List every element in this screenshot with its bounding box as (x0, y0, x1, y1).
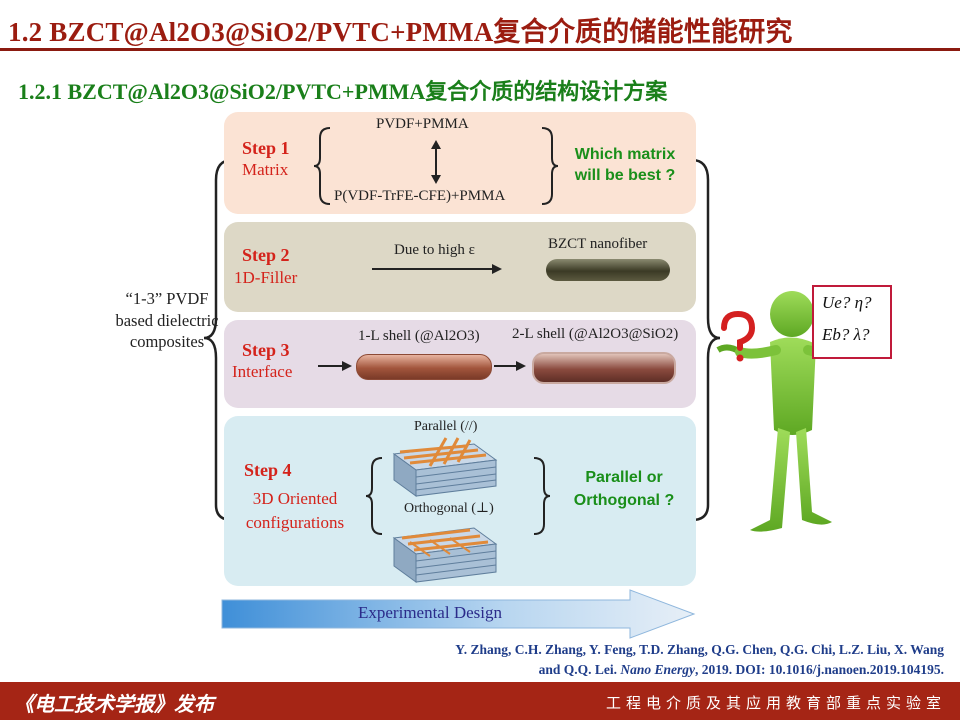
performance-question-box: Ue? η? Eb? λ? (812, 285, 892, 359)
step4-subtitle: 3D Oriented configurations (245, 489, 345, 532)
reference-citation: Y. Zhang, C.H. Zhang, Y. Feng, T.D. Zhan… (455, 640, 944, 680)
step1-question: Which matrix will be best ? (574, 146, 676, 184)
step1-option-a: PVDF+PMMA (376, 116, 469, 132)
step2-subtitle: 1D-Filler (234, 268, 298, 287)
experimental-design-label: Experimental Design (358, 603, 502, 622)
step3-subtitle: Interface (232, 362, 293, 381)
footer-lab-name: 工程电介质及其应用教育部重点实验室 (605, 696, 946, 712)
bzct-nanofiber-rod (546, 259, 670, 281)
question-line-2: Eb? λ? (822, 325, 870, 344)
reference-doi: , 2019. DOI: 10.1016/j.nanoen.2019.10419… (694, 662, 944, 677)
step2-title: Step 2 (242, 245, 290, 265)
question-line-1: Ue? η? (822, 293, 872, 312)
step4-question: Parallel or Orthogonal ? (573, 469, 675, 509)
page-title: 1.2 BZCT@Al2O3@SiO2/PVTC+PMMA复合介质的储能性能研究 (8, 17, 793, 47)
main-left-brace (203, 158, 233, 522)
experimental-design-arrow (221, 589, 696, 639)
section-subtitle: 1.2.1 BZCT@Al2O3@SiO2/PVTC+PMMA复合介质的结构设计… (18, 79, 668, 104)
step1-subtitle: Matrix (242, 160, 289, 179)
al2o3-sio2-shell-rod (532, 352, 676, 384)
step3-shell2-label: 2-L shell (@Al2O3@SiO2) (512, 326, 679, 342)
step1-panel (224, 112, 696, 214)
main-right-brace (691, 158, 721, 522)
reference-authors-end: and Q.Q. Lei. (538, 662, 621, 677)
step4-parallel-label: Parallel (//) (414, 419, 478, 434)
step2-arrow-label: Due to high ε (394, 242, 475, 258)
step1-option-b: P(VDF-TrFE-CFE)+PMMA (334, 188, 506, 204)
reference-line-1: Y. Zhang, C.H. Zhang, Y. Feng, T.D. Zhan… (455, 642, 944, 657)
title-divider (0, 48, 960, 51)
footer-bar (0, 682, 960, 720)
step4-orthogonal-label: Orthogonal (⊥) (404, 501, 494, 516)
step3-title: Step 3 (242, 340, 290, 360)
composite-type-label: “1-3” PVDF based dielectric composites (115, 289, 219, 351)
step1-title: Step 1 (242, 138, 290, 158)
footer-publisher: 《电工技术学报》发布 (14, 694, 214, 716)
step3-shell1-label: 1-L shell (@Al2O3) (358, 328, 480, 344)
reference-journal: Nano Energy (620, 662, 695, 677)
step4-title: Step 4 (244, 460, 292, 480)
reference-line-2: and Q.Q. Lei. Nano Energy, 2019. DOI: 10… (455, 660, 944, 680)
step2-item-label: BZCT nanofiber (548, 236, 648, 252)
al2o3-shell-rod (356, 354, 492, 380)
